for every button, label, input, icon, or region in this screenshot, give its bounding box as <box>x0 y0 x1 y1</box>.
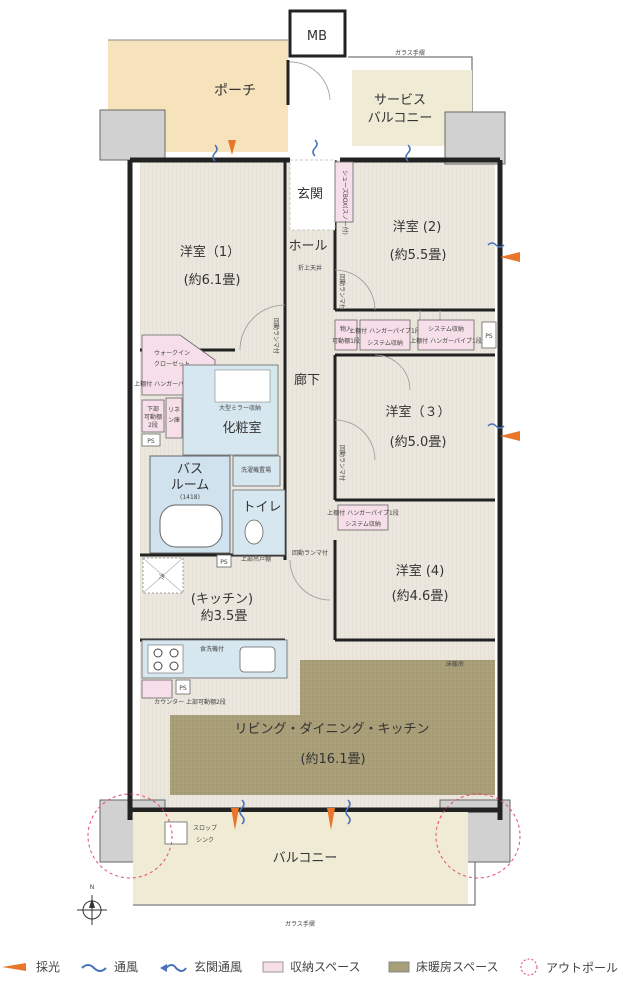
svg-text:ウォークイン: ウォークイン <box>154 349 190 357</box>
ventilation-waves <box>212 139 505 825</box>
service-balcony-area: サービス バルコニー <box>352 70 472 146</box>
toilet-room: トイレ 上部吊戸棚 PS <box>216 489 286 568</box>
svg-text:ン庫: ン庫 <box>168 416 180 424</box>
western-room-2-name: 洋室 (2) <box>393 219 442 235</box>
svg-text:ルーム: ルーム <box>171 478 210 493</box>
ldk-size: (約16.1畳) <box>300 752 365 767</box>
svg-text:上棚付 ハンガーパイプ1段: 上棚付 ハンガーパイプ1段 <box>134 380 206 388</box>
svg-text:システム収納: システム収納 <box>428 325 464 333</box>
storage-row: 物入 可動棚1段 上棚付 ハンガーパイプ1段 システム収納 システム収納 上棚付… <box>332 319 497 351</box>
svg-text:2段: 2段 <box>148 421 158 429</box>
outer-walls <box>127 157 503 820</box>
ldk-name: リビング・ダイニング・キッチン <box>234 722 429 737</box>
column-top-left <box>99 109 166 161</box>
legend-floor-heating: 床暖房スペース <box>388 958 499 975</box>
svg-text:上部吊戸棚: 上部吊戸棚 <box>241 555 271 563</box>
daylight-arrows <box>228 140 520 830</box>
out-pole-circle-right <box>435 793 521 879</box>
svg-text:トイレ: トイレ <box>242 500 281 515</box>
porch-label: ポーチ <box>214 83 256 99</box>
ventilation-note-1: 回動ランマ付 <box>272 318 280 354</box>
legend-ventilation: 通風 <box>80 958 138 975</box>
vanity-room: 大型ミラー収納 化粧室 <box>182 364 279 456</box>
floor-plan: MB ガラス手摺 ポーチ サービス バルコニー <box>77 9 521 928</box>
compass-icon: N <box>77 884 107 925</box>
western-room-4-name: 洋室 (4) <box>396 563 445 579</box>
svg-text:上棚付 ハンガーパイプ1段: 上棚付 ハンガーパイプ1段 <box>410 337 482 345</box>
balcony-area: スロップ シンク バルコニー ガラス手摺 <box>133 812 476 928</box>
out-pole-circle-left <box>87 793 173 879</box>
western-room-4-storage: 上棚付 ハンガーパイプ1段 システム収納 <box>327 504 399 531</box>
svg-text:MB: MB <box>307 29 327 44</box>
legend-out-pole: アウトポール <box>518 958 618 976</box>
shoes-box: シューズBOX(スノー付) <box>334 161 354 235</box>
fridge-space: 冷 <box>142 557 184 594</box>
floor-heating-area: 床暖房 リビング・ダイニング・キッチン (約16.1畳) <box>170 660 495 795</box>
kitchen-size: 約3.5畳 <box>201 609 248 624</box>
legend: 採光 通風 玄関通風 収納スペース 床暖房スペース アウトポール <box>0 948 622 985</box>
svg-text:PS: PS <box>147 438 155 445</box>
western-room-1-name: 洋室（1） <box>180 244 240 260</box>
svg-text:システム収納: システム収納 <box>367 339 403 347</box>
entrance-label: 玄関 <box>297 187 323 202</box>
svg-text:上棚付 ハンガーパイプ1段: 上棚付 ハンガーパイプ1段 <box>327 509 399 517</box>
legend-storage: 収納スペース <box>262 958 361 975</box>
western-room-3-name: 洋室（３） <box>385 404 450 420</box>
svg-text:N: N <box>90 884 95 891</box>
svg-text:食洗機付: 食洗機付 <box>200 645 224 653</box>
glass-rail-bottom-label: ガラス手摺 <box>285 920 315 928</box>
svg-text:PS: PS <box>179 685 187 692</box>
svg-text:(1418): (1418) <box>180 494 200 501</box>
svg-text:物入: 物入 <box>340 325 352 333</box>
washer-area: 洗濯機置場 <box>232 455 281 487</box>
svg-text:可動棚: 可動棚 <box>144 413 162 421</box>
ventilation-note-2: 回動ランマ付 <box>338 274 346 310</box>
bathroom: バス ルーム (1418) <box>149 455 231 554</box>
entrance-area: 玄関 ホール 折上天井 <box>288 159 336 272</box>
svg-text:カウンター 上部可動棚2段: カウンター 上部可動棚2段 <box>154 698 226 706</box>
svg-text:大型ミラー収納: 大型ミラー収納 <box>219 404 261 412</box>
ventilation-note-4: 回動ランマ付 <box>292 549 328 557</box>
svg-text:上棚付 ハンガーパイプ1段: 上棚付 ハンガーパイプ1段 <box>349 327 421 335</box>
western-room-4-size: (約4.6畳) <box>392 589 449 604</box>
kitchen-name: (キッチン) <box>191 592 253 607</box>
svg-text:PS: PS <box>485 333 493 340</box>
column-top-right <box>444 111 506 165</box>
meter-box: MB <box>288 9 347 58</box>
service-balcony-label-1: サービス <box>374 93 426 108</box>
svg-text:冷: 冷 <box>159 573 165 581</box>
svg-text:化粧室: 化粧室 <box>222 420 261 436</box>
legend-daylight: 採光 <box>2 958 60 975</box>
svg-text:スロップ: スロップ <box>193 825 217 832</box>
svg-text:シンク: シンク <box>196 837 214 844</box>
western-room-1-size: (約6.1畳) <box>184 273 241 288</box>
legend-entrance-ventilation: 玄関通風 <box>160 958 242 975</box>
ceiling-label: 折上天井 <box>298 264 322 272</box>
svg-text:リネ: リネ <box>168 407 180 414</box>
ventilation-note-3: 回動ランマ付 <box>338 445 346 481</box>
svg-text:洗濯機置場: 洗濯機置場 <box>241 466 271 474</box>
hall-label: ホール <box>288 239 327 254</box>
svg-text:床暖房: 床暖房 <box>446 660 464 668</box>
svg-text:システム収納: システム収納 <box>345 520 381 528</box>
corridor-label: 廊下 <box>294 372 320 388</box>
svg-text:PS: PS <box>220 559 228 566</box>
linen-storage: 下部 可動棚 2段 リネ ン庫 PS <box>141 397 183 447</box>
svg-text:可動棚1段: 可動棚1段 <box>332 337 360 345</box>
service-balcony-label-2: バルコニー <box>368 111 433 126</box>
svg-text:バス: バス <box>177 462 203 477</box>
glass-rail-top-label: ガラス手摺 <box>395 49 425 57</box>
svg-text:シューズBOX(スノー付): シューズBOX(スノー付) <box>341 170 349 235</box>
svg-text:下部: 下部 <box>147 405 159 413</box>
svg-text:クローゼット: クローゼット <box>154 360 190 368</box>
western-room-3-size: (約5.0畳) <box>390 435 447 450</box>
balcony-label: バルコニー <box>273 851 338 866</box>
western-room-2-size: (約5.5畳) <box>390 248 447 263</box>
kitchen-counter: 食洗機付 PS カウンター 上部可動棚2段 <box>141 639 288 706</box>
